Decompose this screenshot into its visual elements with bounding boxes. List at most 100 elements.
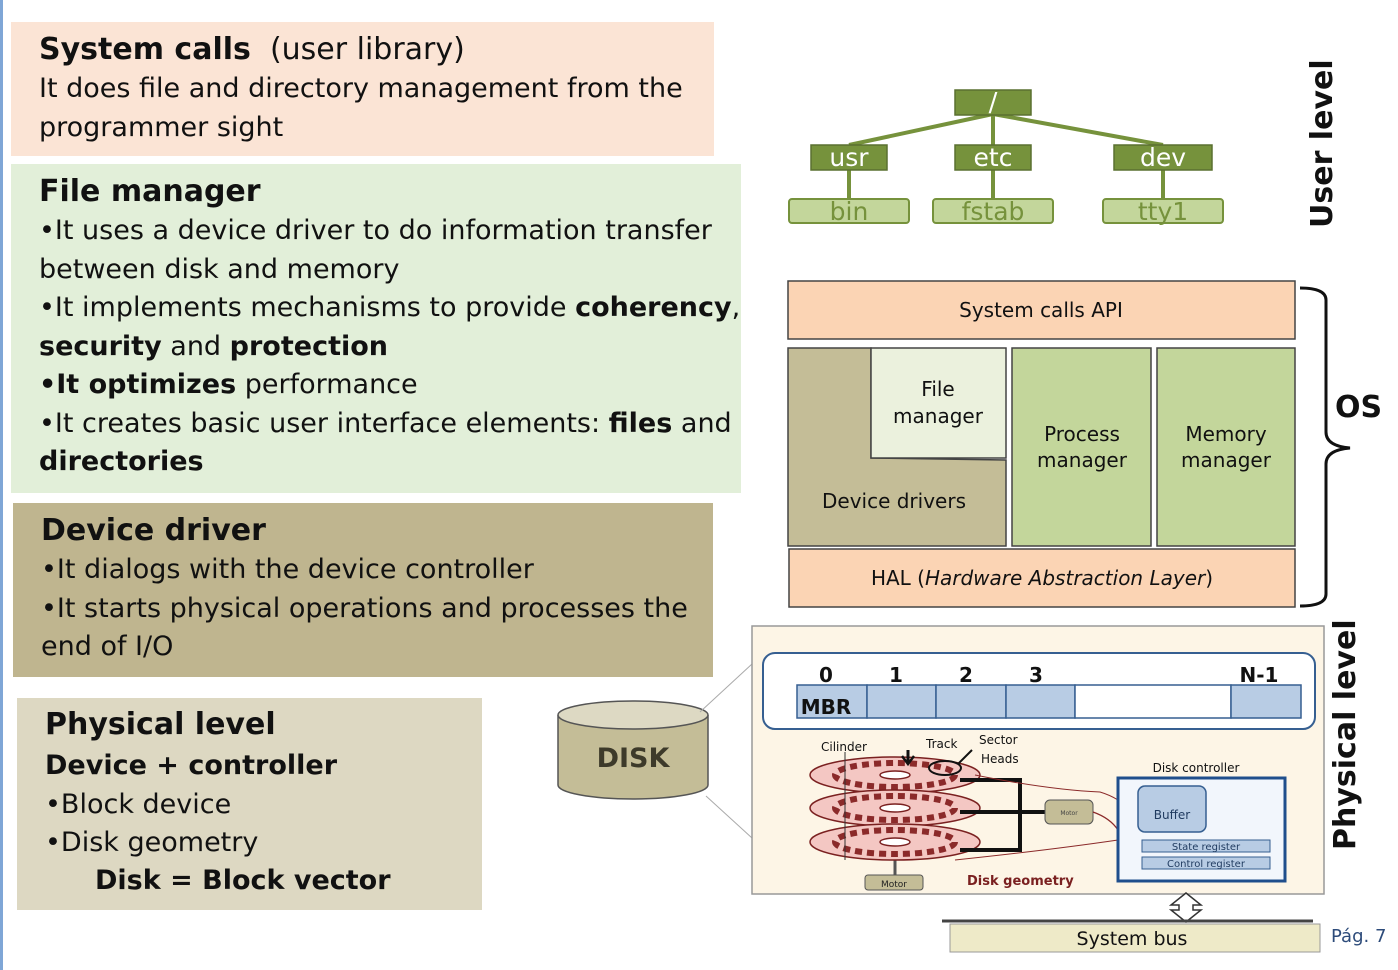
disk-platters: Motor Motor: [809, 749, 1119, 891]
file-manager-bullet3: •It optimizes performance: [39, 366, 741, 405]
system-calls-subtitle: (user library): [269, 32, 465, 67]
block-3: [1005, 684, 1076, 719]
arm-motor-label: Motor: [1060, 810, 1078, 817]
physical-level-bullet1: •Block device: [45, 789, 232, 820]
file-manager-box: File manager •It uses a device driver to…: [11, 164, 741, 493]
memory-manager-label-2: manager: [1181, 448, 1272, 472]
hal-label-post: ): [1205, 566, 1213, 590]
system-bus-block: [949, 923, 1321, 953]
device-drivers-label: Device drivers: [822, 489, 966, 513]
file-manager-label-2: manager: [893, 404, 984, 428]
device-driver-bullet1: •It dialogs with the device controller: [41, 554, 534, 585]
block-number-1: 1: [889, 663, 903, 687]
b2-protection: protection: [229, 330, 389, 362]
tree-root-node: [954, 89, 1032, 116]
hal-block: [788, 548, 1296, 608]
sector-label: Sector: [979, 733, 1018, 747]
block-number-n-1: N-1: [1240, 663, 1279, 687]
zoom-line-bottom: [705, 795, 753, 839]
physical-level-box: Physical level Device + controller •Bloc…: [17, 698, 482, 910]
system-calls-heading: System calls (user library): [39, 30, 714, 70]
zoom-line-top: [699, 663, 753, 713]
b4-and: and: [672, 407, 732, 439]
left-edge-bar: [0, 0, 3, 970]
b2-comma: ,: [731, 292, 741, 323]
process-manager-block: [1011, 347, 1152, 547]
disk-geometry-label: Disk geometry: [967, 874, 1074, 889]
state-register-label: State register: [1172, 842, 1241, 853]
memory-manager-block: [1156, 347, 1296, 547]
hal-label: HAL (Hardware Abstraction Layer): [871, 566, 1213, 590]
cilinder-label: Cilinder: [821, 740, 867, 754]
file-manager-bullet2-line1: •It implements mechanisms to provide coh…: [39, 289, 741, 328]
b2-and: and: [161, 330, 230, 362]
block-number-2: 2: [959, 663, 973, 687]
spindle-motor: [864, 874, 924, 891]
device-driver-bullet2-line2: end of I/O: [41, 631, 174, 662]
process-manager-label-1: Process: [1044, 422, 1120, 446]
b2-security: security: [39, 330, 162, 362]
track-label: Track: [925, 737, 957, 751]
tree-node-fstab: [932, 198, 1054, 224]
b2-coherency: coherency: [575, 292, 732, 323]
block-mbr: [796, 684, 868, 719]
block-2: [935, 684, 1007, 719]
system-calls-line1: It does file and directory management fr…: [39, 73, 683, 104]
tree-root-label: /: [989, 88, 998, 118]
tree-label-usr: usr: [829, 143, 869, 172]
user-level-label: User level: [1305, 59, 1340, 228]
tree-node-tty1: [1102, 198, 1224, 224]
b4-pre: •It creates basic user interface element…: [39, 407, 609, 439]
tree-node-bin: [788, 198, 910, 224]
buffer-label: Buffer: [1154, 808, 1190, 822]
file-manager-bullet2-line2: security and protection: [39, 328, 741, 367]
block-n-1: [1230, 684, 1302, 719]
syscalls-api-label: System calls API: [959, 298, 1123, 322]
device-driver-bullet2-line1: •It starts physical operations and proce…: [41, 592, 688, 624]
b4-directories: directories: [39, 446, 204, 477]
heads-label: Heads: [981, 752, 1019, 766]
physical-level-subtitle: Device + controller: [45, 750, 338, 781]
block-number-3: 3: [1029, 663, 1043, 687]
file-manager-bullet4-line2: directories: [39, 443, 741, 482]
system-bus-label: System bus: [1077, 928, 1188, 950]
file-manager-bullet4-line1: •It creates basic user interface element…: [39, 405, 741, 444]
disk-label: DISK: [597, 743, 671, 774]
spindle-motor-label: Motor: [881, 880, 907, 890]
file-manager-block: [870, 347, 1007, 459]
physical-level-side-label: Physical level: [1328, 619, 1363, 850]
tree-label-bin: bin: [830, 197, 869, 226]
physical-level-bullet2: •Disk geometry: [45, 827, 259, 858]
tree-label-tty1: tty1: [1138, 197, 1188, 226]
process-manager-label-2: manager: [1037, 448, 1128, 472]
file-manager-bullet1-line1: •It uses a device driver to do informati…: [39, 215, 712, 246]
disk-cylinder-icon: [557, 700, 709, 800]
disk-controller-label: Disk controller: [1153, 761, 1240, 775]
b3-optimizes: •It optimizes: [39, 369, 237, 400]
state-register-block: [1141, 839, 1271, 853]
os-label: OS: [1335, 390, 1383, 425]
system-calls-box: System calls (user library) It does file…: [11, 22, 714, 156]
tree-label-dev: dev: [1140, 143, 1186, 172]
os-brace: [1299, 286, 1351, 608]
b3-rest: performance: [236, 369, 418, 400]
hal-label-italic: Hardware Abstraction Layer: [925, 566, 1207, 590]
mbr-label: MBR: [801, 695, 852, 719]
directory-tree: / usr etc dev bin fstab tty1: [788, 88, 1224, 226]
tree-node-dev: [1113, 144, 1213, 171]
tree-node-usr: [810, 144, 888, 171]
b4-files: files: [608, 407, 673, 439]
physical-level-disk-vector: Disk = Block vector: [95, 865, 391, 896]
tree-label-etc: etc: [974, 143, 1013, 172]
device-driver-box: Device driver •It dialogs with the devic…: [13, 503, 713, 677]
system-calls-title: System calls: [39, 32, 251, 67]
control-register-label: Control register: [1167, 859, 1246, 870]
bus-double-arrow: [1168, 892, 1204, 923]
system-calls-line2: programmer sight: [39, 111, 284, 143]
block-1: [866, 684, 937, 719]
tree-label-fstab: fstab: [962, 197, 1025, 226]
b2-pre: •It implements mechanisms to provide: [39, 292, 576, 323]
tree-node-etc: [954, 144, 1032, 171]
file-manager-title: File manager: [39, 174, 261, 209]
